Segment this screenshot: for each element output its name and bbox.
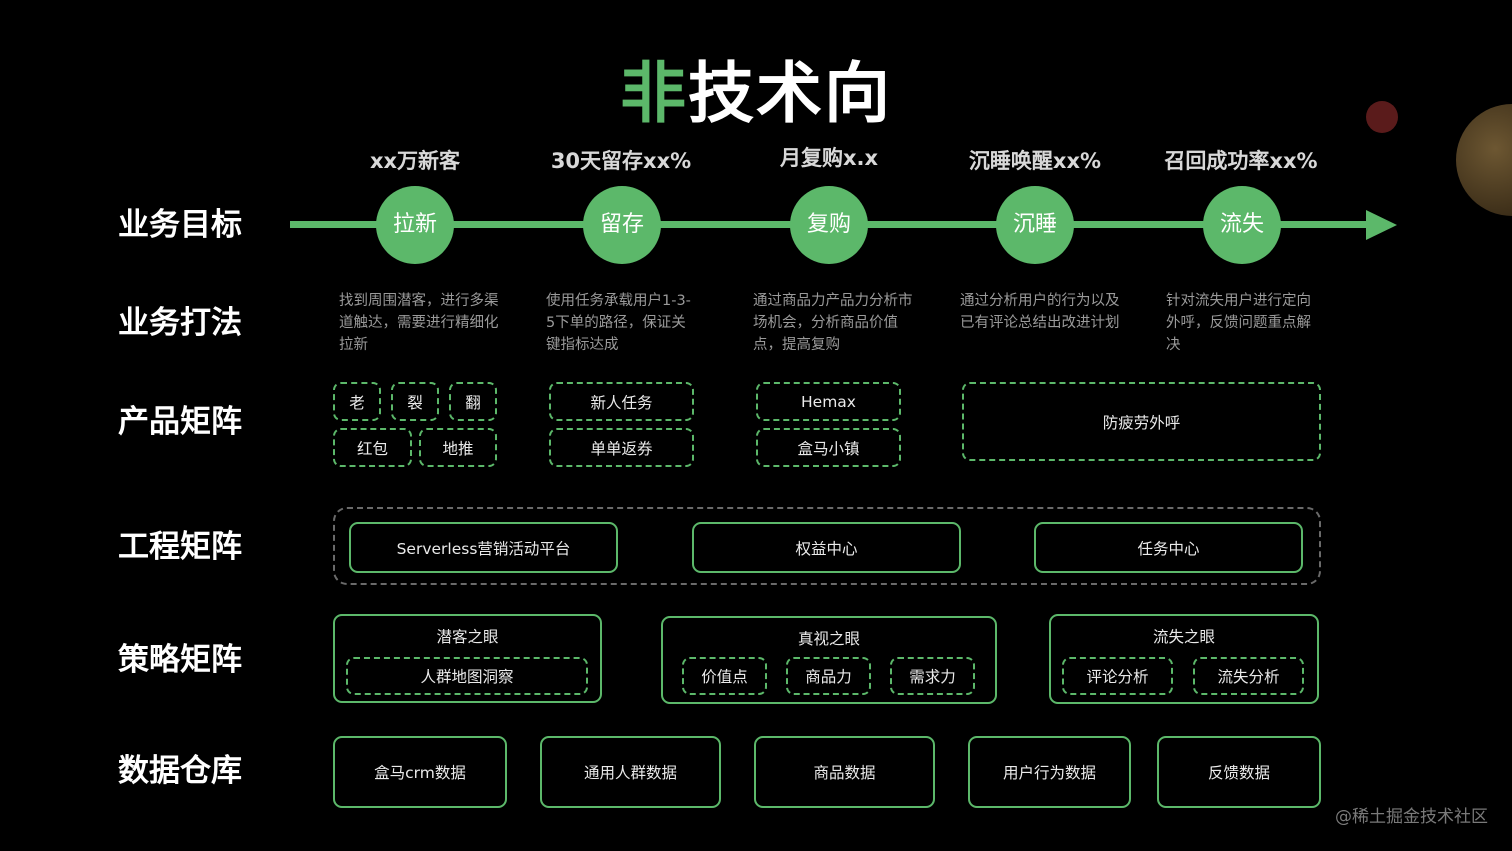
product-tag: 裂 — [391, 382, 439, 421]
data-source: 商品数据 — [754, 736, 935, 808]
play-description: 针对流失用户进行定向外呼，反馈问题重点解决 — [1166, 293, 1311, 353]
strategy-item: 价值点 — [682, 657, 767, 695]
stage-node-dormant: 沉睡 — [996, 186, 1074, 264]
row-label-engineering: 工程矩阵 — [118, 529, 242, 565]
strategy-item: 流失分析 — [1193, 657, 1304, 695]
row-label-goals: 业务目标 — [118, 207, 242, 243]
product-tag: Hemax — [756, 382, 901, 421]
product-tag: 单单返券 — [549, 428, 694, 467]
data-source: 用户行为数据 — [968, 736, 1131, 808]
strategy-group: 潜客之眼 — [333, 614, 602, 703]
strategy-item: 需求力 — [890, 657, 975, 695]
data-source: 通用人群数据 — [540, 736, 721, 808]
strategy-item: 商品力 — [786, 657, 871, 695]
goal-label: 沉睡唤醒xx% — [968, 149, 1102, 173]
product-tag: 红包 — [333, 428, 412, 467]
strategy-item: 评论分析 — [1062, 657, 1173, 695]
title-rest: 技术向 — [688, 55, 892, 132]
product-tag: 老 — [333, 382, 381, 421]
timeline-arrow-icon — [1366, 210, 1397, 240]
watermark: @稀土掘金技术社区 — [1335, 807, 1488, 827]
decorative-dot — [1366, 101, 1398, 133]
goal-label: 30天留存xx% — [550, 149, 692, 173]
product-tag: 地推 — [419, 428, 497, 467]
page-title: 非技术向 — [0, 40, 1512, 136]
goal-label: 召回成功率xx% — [1164, 149, 1318, 173]
engineering-container — [333, 507, 1321, 585]
play-description: 通过分析用户的行为以及已有评论总结出改进计划 — [960, 293, 1120, 331]
play-description: 使用任务承载用户1-3-5下单的路径，保证关键指标达成 — [546, 293, 691, 353]
engineering-platform: Serverless营销活动平台 — [349, 522, 618, 573]
stage-node-repurchase: 复购 — [790, 186, 868, 264]
goal-label: 月复购x.x — [779, 146, 879, 170]
strategy-group-title: 流失之眼 — [1152, 628, 1215, 646]
data-source: 反馈数据 — [1157, 736, 1321, 808]
engineering-platform: 任务中心 — [1034, 522, 1303, 573]
row-label-data: 数据仓库 — [118, 753, 242, 789]
product-tag: 新人任务 — [549, 382, 694, 421]
product-tag: 翻 — [449, 382, 497, 421]
stage-node-churn: 流失 — [1203, 186, 1281, 264]
stage-node-acquire: 拉新 — [376, 186, 454, 264]
title-highlight: 非 — [620, 55, 688, 132]
strategy-group-title: 真视之眼 — [797, 630, 860, 648]
engineering-platform: 权益中心 — [692, 522, 961, 573]
data-source: 盒马crm数据 — [333, 736, 507, 808]
strategy-group: 流失之眼 — [1049, 614, 1319, 704]
strategy-item: 人群地图洞察 — [346, 657, 588, 695]
product-tag: 防疲劳外呼 — [962, 382, 1321, 461]
play-description: 找到周围潜客，进行多渠道触达，需要进行精细化拉新 — [339, 293, 499, 353]
row-label-product: 产品矩阵 — [118, 404, 242, 440]
strategy-group: 真视之眼 — [661, 616, 997, 704]
play-description: 通过商品力产品力分析市场机会，分析商品价值点，提高复购 — [753, 293, 913, 353]
stage-node-retain: 留存 — [583, 186, 661, 264]
row-label-strategy: 策略矩阵 — [118, 642, 242, 678]
product-tag: 盒马小镇 — [756, 428, 901, 467]
strategy-group-title: 潜客之眼 — [436, 628, 499, 646]
goal-label: xx万新客 — [369, 149, 461, 173]
row-label-plays: 业务打法 — [118, 305, 242, 341]
